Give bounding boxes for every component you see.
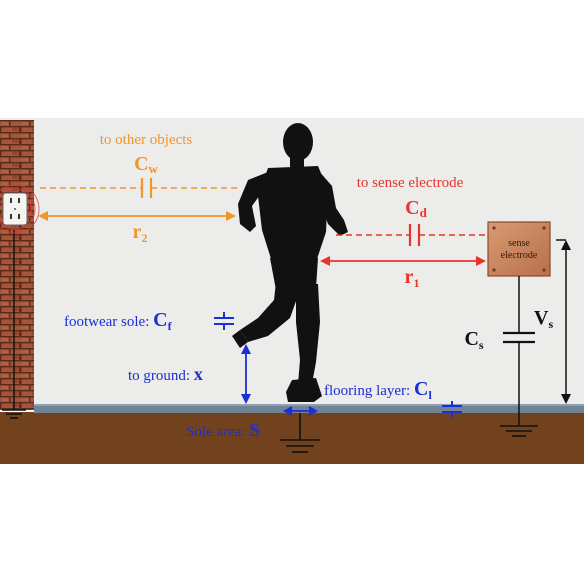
capacitor-icon <box>442 401 462 417</box>
r1-label: r1 <box>405 266 420 290</box>
footwear-sole-label: footwear sole: Cf <box>64 309 173 333</box>
brick-wall <box>0 120 34 410</box>
cw-label: Cw <box>134 153 158 176</box>
sense-electrode-box: sense electrode <box>487 221 551 277</box>
vs-label: Vs <box>534 307 553 331</box>
capacitor-icon <box>408 224 421 246</box>
sense-electrode-label-2: electrode <box>501 250 538 261</box>
r2-distance-arrow <box>38 211 236 221</box>
cs-label: Cs <box>464 328 483 352</box>
r1-distance-arrow <box>320 256 486 266</box>
running-person-icon <box>232 123 348 402</box>
to-other-objects-label: to other objects <box>100 132 193 148</box>
ground-soil <box>0 412 584 464</box>
sole-area-arrow <box>283 406 318 416</box>
to-ground-label: to ground: x <box>128 364 203 384</box>
capacitor-icon <box>214 312 234 330</box>
r2-label: r2 <box>133 221 148 245</box>
ground-symbol-icon <box>280 413 320 453</box>
sense-electrode-label: sense <box>508 238 530 249</box>
to-sense-electrode-label: to sense electrode <box>357 175 464 191</box>
x-distance-arrow <box>241 344 251 404</box>
flooring-layer-label: flooring layer: Cl <box>324 378 432 402</box>
ground-symbol-icon <box>500 425 538 437</box>
wall-outlet-icon <box>0 184 40 234</box>
vs-voltage-arrow <box>556 239 571 404</box>
cd-label: Cd <box>405 197 427 220</box>
capacitor-icon <box>140 178 153 198</box>
sole-area-label: Sole area: S <box>186 420 260 441</box>
capacitor-icon <box>503 331 535 344</box>
ground-symbol-icon <box>2 404 26 419</box>
